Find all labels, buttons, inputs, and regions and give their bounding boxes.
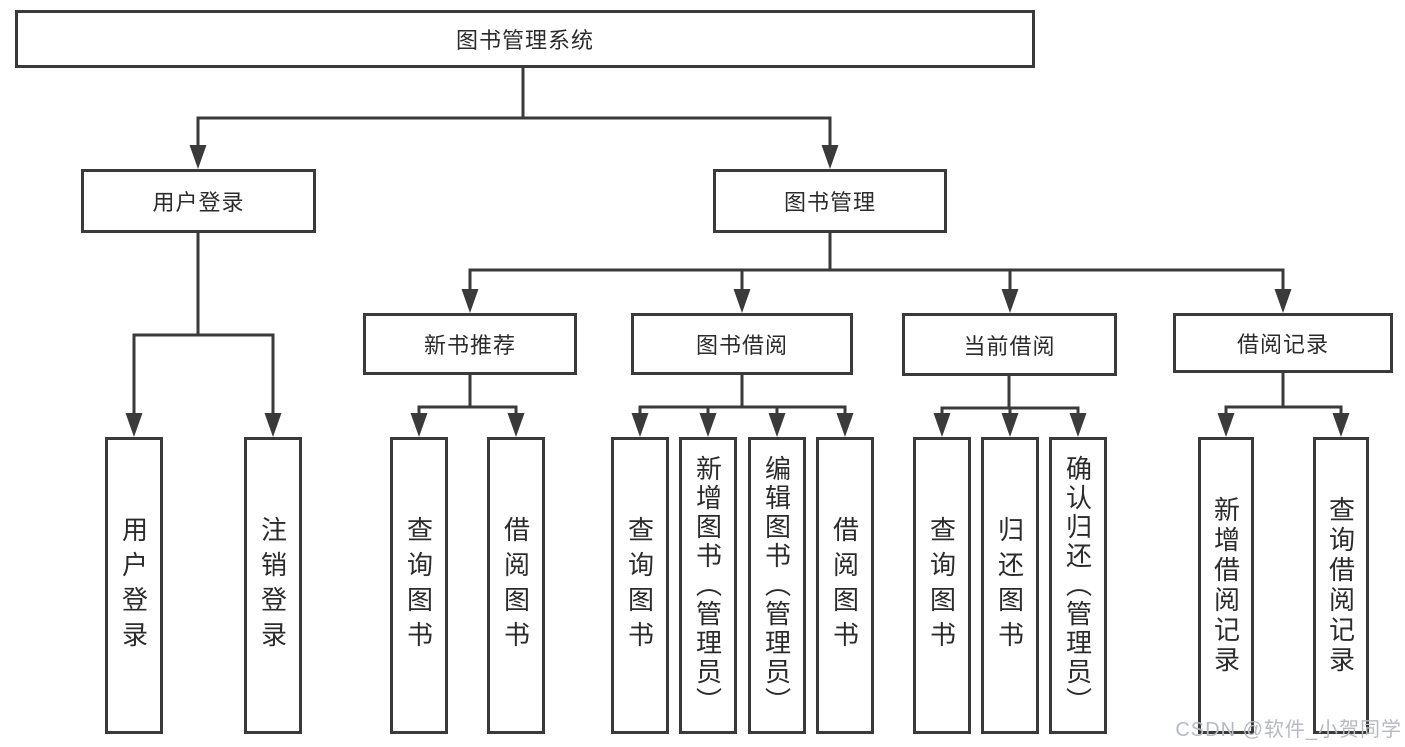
node-label: 编辑图书（管理员） — [761, 455, 792, 716]
node-label: 归还图书 — [994, 515, 1025, 656]
leaf-newrec-borrow-books: 借阅图书 — [487, 437, 545, 734]
node-label: 用户登录 — [118, 515, 149, 656]
node-label: 借阅图书 — [500, 515, 531, 656]
node-label: 确认归还（管理员） — [1062, 455, 1093, 716]
leaf-current-query-books: 查询图书 — [913, 437, 971, 734]
leaf-logout: 注销登录 — [244, 437, 302, 734]
leaf-borrow-edit-books: 编辑图书（管理员） — [748, 437, 806, 734]
node-label: 图书管理系统 — [455, 28, 594, 53]
node-label: 借阅记录 — [1236, 332, 1329, 357]
leaf-borrow-borrow-books: 借阅图书 — [816, 437, 874, 734]
leaf-borrow-add-books: 新增图书（管理员） — [679, 437, 737, 734]
node-label: 新增图书（管理员） — [692, 455, 723, 716]
node-book-management: 图书管理 — [713, 169, 947, 233]
node-borrowing-records: 借阅记录 — [1173, 313, 1393, 373]
node-user-login: 用户登录 — [81, 169, 316, 233]
leaf-user-login: 用户登录 — [105, 437, 163, 734]
leaf-records-add-record: 新增借阅记录 — [1198, 437, 1254, 734]
leaf-newrec-query-books: 查询图书 — [390, 437, 448, 734]
leaf-borrow-query-books: 查询图书 — [611, 437, 669, 734]
node-label: 当前借阅 — [963, 333, 1056, 359]
node-label: 查询图书 — [926, 515, 957, 656]
node-label: 新书推荐 — [423, 333, 516, 358]
node-label: 新增借阅记录 — [1210, 495, 1241, 676]
node-label: 图书借阅 — [695, 333, 788, 358]
leaf-current-confirm-return: 确认归还（管理员） — [1049, 437, 1107, 734]
csdn-watermark: CSDN @软件_小贺同学 — [1175, 719, 1402, 741]
node-current-borrowing: 当前借阅 — [902, 313, 1117, 376]
node-library-system: 图书管理系统 — [15, 10, 1035, 68]
node-label: 图书管理 — [783, 190, 876, 215]
node-label: 借阅图书 — [829, 515, 860, 656]
leaf-records-query-record: 查询借阅记录 — [1313, 437, 1369, 734]
node-label: 查询图书 — [624, 515, 655, 656]
node-new-book-recommend: 新书推荐 — [363, 313, 577, 375]
node-label: 用户登录 — [152, 190, 245, 215]
node-book-borrowing: 图书借阅 — [631, 313, 853, 375]
leaf-current-return-books: 归还图书 — [981, 437, 1039, 734]
node-label: 查询图书 — [403, 515, 434, 656]
node-label: 注销登录 — [257, 515, 288, 656]
node-label: 查询借阅记录 — [1325, 495, 1356, 676]
